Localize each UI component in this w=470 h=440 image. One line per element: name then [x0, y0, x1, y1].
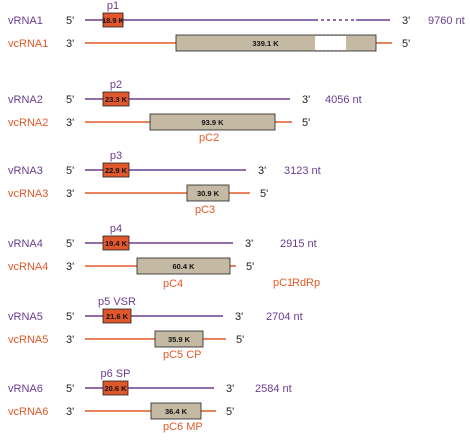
vrna6-protein-label: p6 SP: [101, 368, 131, 380]
vcrna2-orf-mass: 93.9 K: [201, 118, 224, 127]
vrna4-orf-box: [102, 235, 130, 251]
vrna2-three-prime: 3': [302, 94, 310, 106]
vcrna3-label: vcRNA3: [8, 188, 48, 200]
vrna5-length: 2704 nt: [266, 311, 303, 323]
vrna2-orf-mass: 23.3 K: [105, 95, 128, 104]
vrna5-five-prime: 5': [66, 311, 74, 323]
vrna5-orf-mass: 21.6 K: [106, 312, 129, 321]
vrna3-orf-box: [102, 162, 130, 178]
vrna6-three-prime: 3': [226, 383, 234, 395]
vcrna1-protein-label-1: pC1: [273, 277, 293, 289]
vcrna3-protein-label-1: pC3: [195, 204, 215, 216]
vrna6-orf-box: [102, 380, 129, 396]
vcrna1-five-prime: 5': [402, 38, 410, 50]
vrna6-label: vRNA6: [8, 383, 43, 395]
vrna3-three-prime: 3': [258, 165, 266, 177]
vcrna4-protein-label-1: pC4: [163, 278, 183, 290]
vrna6-orf-mass: 20.6 K: [104, 384, 127, 393]
vrna1-protein-label: p1: [107, 0, 119, 12]
vcrna4-five-prime: 5': [246, 261, 254, 273]
vcrna2-three-prime: 3': [66, 117, 74, 129]
vcrna5-three-prime: 3': [66, 334, 74, 346]
vrna5-protein-label: p5 VSR: [98, 296, 136, 308]
vrna1-orf-mass: 18.9 K: [102, 16, 125, 25]
vrna6-five-prime: 5': [66, 383, 74, 395]
vcrna6-label: vcRNA6: [8, 406, 48, 418]
vrna5-orf-box: [102, 308, 132, 324]
vcrna6-five-prime: 5': [226, 406, 234, 418]
vcrna2-label: vcRNA2: [8, 117, 48, 129]
vcrna1-three-prime: 3': [66, 38, 74, 50]
vcrna5-orf-mass: 35.9 K: [168, 335, 191, 344]
vrna3-length: 3123 nt: [284, 165, 321, 177]
vrna4-orf-mass: 19.4 K: [105, 239, 128, 248]
vrna4-length: 2915 nt: [280, 238, 317, 250]
vcrna5-orf-box: [154, 330, 204, 348]
vrna1-label: vRNA1: [8, 15, 43, 27]
vcrna3-five-prime: 5': [260, 188, 268, 200]
vrna3-five-prime: 5': [66, 165, 74, 177]
vrna5-label: vRNA5: [8, 311, 43, 323]
vcrna6-orf-mass: 36.4 K: [165, 407, 188, 416]
vrna2-length: 4056 nt: [325, 94, 362, 106]
vrna4-protein-label: p4: [110, 223, 122, 235]
vrna2-five-prime: 5': [66, 94, 74, 106]
vcrna3-three-prime: 3': [66, 188, 74, 200]
vcrna6-protein-label-1: pC6 MP: [163, 421, 203, 433]
vrna1-orf-box: [102, 12, 124, 28]
vrna5-three-prime: 3': [235, 311, 243, 323]
vcrna1-orf-mass: 339.1 K: [252, 39, 279, 48]
vrna3-orf-mass: 22.9 K: [105, 166, 128, 175]
vcrna2-orf-box: [149, 113, 276, 131]
vcrna1-orf-gap: [315, 35, 346, 51]
vrna1-length: 9760 nt: [428, 15, 465, 27]
vcrna1-label: vcRNA1: [8, 38, 48, 50]
vrna2-protein-label: p2: [110, 79, 122, 91]
vrna3-protein-label: p3: [110, 150, 122, 162]
vrna1-three-prime: 3': [402, 15, 410, 27]
vrna4-label: vRNA4: [8, 238, 43, 250]
vcrna3-orf-box: [186, 184, 230, 202]
vcrna3-orf-mass: 30.9 K: [197, 189, 220, 198]
vcrna4-orf-box: [136, 257, 231, 275]
vcrna5-five-prime: 5': [236, 334, 244, 346]
vrna3-label: vRNA3: [8, 165, 43, 177]
vcrna6-orf-box: [150, 402, 202, 420]
vcrna4-label: vcRNA4: [8, 261, 48, 273]
vrna6-length: 2584 nt: [255, 383, 292, 395]
vrna2-label: vRNA2: [8, 94, 43, 106]
vcrna2-protein-label-1: pC2: [199, 132, 219, 144]
vrna1-five-prime: 5': [66, 15, 74, 27]
vcrna1-protein-label-2: RdRp: [292, 277, 320, 289]
vrna4-three-prime: 3': [245, 238, 253, 250]
vcrna4-three-prime: 3': [66, 261, 74, 273]
vrna4-five-prime: 5': [66, 238, 74, 250]
vcrna6-three-prime: 3': [66, 406, 74, 418]
vcrna5-protein-label-1: pC5 CP: [163, 349, 202, 361]
vcrna4-orf-mass: 60.4 K: [172, 262, 195, 271]
vrna2-orf-box: [102, 91, 130, 107]
vcrna2-five-prime: 5': [302, 117, 310, 129]
vcrna5-label: vcRNA5: [8, 334, 48, 346]
